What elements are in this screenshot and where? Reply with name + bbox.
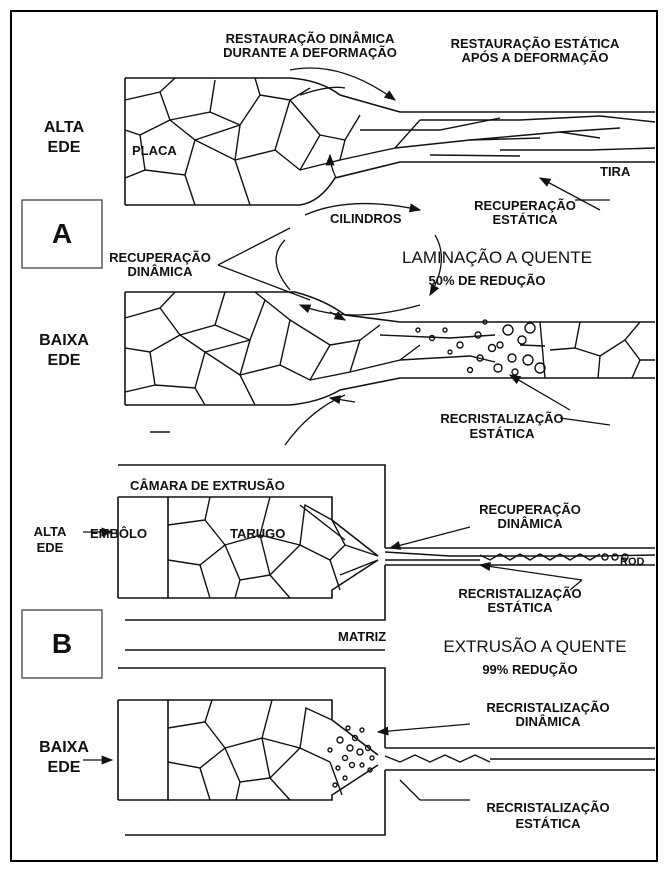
extrusion-low-sfe-line2: EDE bbox=[48, 759, 81, 776]
rolling-process-title: LAMINAÇÃO A QUENTE bbox=[402, 248, 592, 267]
static-recrystallization-b-top-line1: RECRISTALIZAÇÃO bbox=[458, 586, 581, 601]
grains-slab-bottom bbox=[125, 292, 655, 405]
panel-a-letter: A bbox=[52, 218, 72, 249]
ram-label: EMBÔLO bbox=[90, 526, 147, 541]
slab-label: PLACA bbox=[132, 143, 177, 158]
static-recrystallization-a-line2: ESTÁTICA bbox=[470, 426, 536, 441]
grains-billet-bottom bbox=[168, 700, 342, 800]
dynamic-recovery-b-line1: RECUPERAÇÃO bbox=[479, 502, 581, 517]
extrusion-chamber-label: CÂMARA DE EXTRUSÃO bbox=[130, 478, 285, 493]
die-label: MATRIZ bbox=[338, 629, 386, 644]
dynamic-recovery-line1: RECUPERAÇÃO bbox=[109, 250, 211, 265]
strip-label: TIRA bbox=[600, 164, 631, 179]
billet-label: TARUGO bbox=[230, 526, 285, 541]
header-dynamic-line2: DURANTE A DEFORMAÇÃO bbox=[223, 45, 397, 60]
extrusion-high-sfe-line1: ALTA bbox=[34, 524, 67, 539]
dynamic-recovery-line2: DINÂMICA bbox=[128, 264, 194, 279]
header-static-line2: APÓS A DEFORMAÇÃO bbox=[461, 50, 608, 65]
rolling-low-sfe-line2: EDE bbox=[48, 352, 81, 369]
dynamic-recrystallization-line1: RECRISTALIZAÇÃO bbox=[486, 700, 609, 715]
extrusion-low-sfe-line1: BAIXA bbox=[39, 739, 89, 756]
recrystallized-rod-bottom bbox=[385, 755, 655, 762]
extrusion-process-reduction: 99% REDUÇÃO bbox=[482, 662, 577, 677]
extrusion-high-sfe-line2: EDE bbox=[37, 540, 64, 555]
recrystallized-grains-rolling bbox=[416, 320, 545, 375]
header-static-line1: RESTAURAÇÃO ESTÁTICA bbox=[451, 36, 620, 51]
rolling-process-reduction: 50% DE REDUÇÃO bbox=[428, 273, 545, 288]
header-dynamic-line1: RESTAURAÇÃO DINÂMICA bbox=[226, 31, 395, 46]
rolls-label: CILINDROS bbox=[330, 211, 402, 226]
roll-upper-arcs bbox=[290, 68, 395, 178]
recrystallized-rod-top bbox=[480, 554, 628, 560]
static-recovery-line2: ESTÁTICA bbox=[493, 212, 559, 227]
panel-b-letter: B bbox=[52, 628, 72, 659]
static-recrystallization-b-bottom-line1: RECRISTALIZAÇÃO bbox=[486, 800, 609, 815]
static-recrystallization-b-top-line2: ESTÁTICA bbox=[488, 600, 554, 615]
static-recrystallization-a-line1: RECRISTALIZAÇÃO bbox=[440, 411, 563, 426]
dynamic-recrystallization-line2: DINÂMICA bbox=[516, 714, 582, 729]
extrusion-process-title: EXTRUSÃO A QUENTE bbox=[443, 637, 626, 656]
rolling-high-sfe-line2: EDE bbox=[48, 139, 81, 156]
dynamic-recovery-b-line2: DINÂMICA bbox=[498, 516, 564, 531]
static-recrystallization-b-bottom-line2: ESTÁTICA bbox=[516, 816, 582, 831]
rod-label: ROD bbox=[620, 556, 645, 568]
rolling-high-sfe-line1: ALTA bbox=[44, 119, 85, 136]
static-recovery-line1: RECUPERAÇÃO bbox=[474, 198, 576, 213]
rolling-low-sfe-line1: BAIXA bbox=[39, 332, 89, 349]
